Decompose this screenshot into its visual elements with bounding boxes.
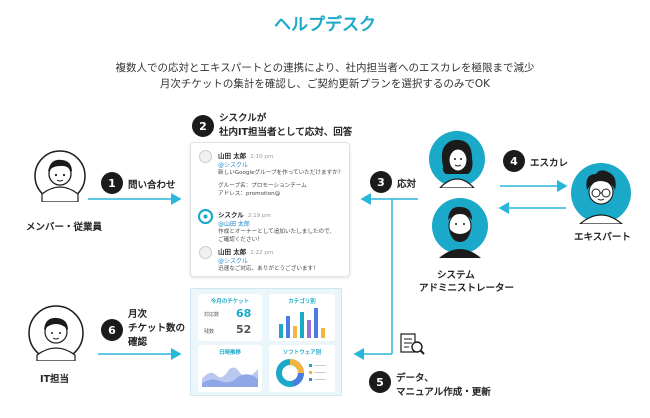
syscle-logo-icon (198, 209, 213, 224)
software-panel: ソフトウェア別 (269, 345, 335, 392)
subtitle-line-1: 複数人での応対とエキスパートとの連携により、社内担当者へのエスカレを極限まで減少 (115, 62, 535, 74)
dashboard: 今月のチケット 対応数 68 残数 52 カテゴリ別 日時推移 ソフトウェア別 (190, 288, 342, 396)
user-avatar-icon (199, 246, 212, 259)
handled-value: 68 (236, 307, 252, 320)
category-bars-icon (279, 308, 325, 338)
admin-label-line-2: アドミニストレーター (419, 283, 515, 294)
step-3-label: 応対 (397, 179, 417, 190)
message-author: 山田 太郎 (218, 152, 247, 160)
member-label: メンバー・従業員 (26, 222, 103, 233)
remaining-label: 残数 (204, 329, 215, 335)
step-4-label: エスカレ (530, 158, 569, 169)
message-author: 山田 太郎 (218, 248, 247, 256)
member-avatar-icon (34, 150, 86, 202)
step-3-badge: 3 (370, 171, 392, 193)
admin-man-avatar-icon (432, 198, 488, 258)
message-author: シスクル (218, 211, 244, 219)
it-avatar-icon (28, 305, 84, 361)
category-title: カテゴリ別 (288, 299, 316, 305)
tickets-panel: 今月のチケット 対応数 68 残数 52 (198, 294, 262, 341)
step-2-badge: 2 (192, 115, 214, 137)
step-5-label-line-2: マニュアル作成・更新 (396, 387, 491, 398)
software-title: ソフトウェア別 (282, 350, 322, 356)
subtitle-line-2: 月次チケットの集計を確認し、ご契約更新プランを選択するのみでOK (159, 78, 491, 90)
step-5-label-line-1: データ、 (396, 373, 434, 384)
admin-label-line-1: システム (437, 270, 475, 281)
step-6-label-line-2: チケット数の (128, 323, 186, 334)
message-mention: @シスクル (218, 162, 248, 169)
software-donut-icon (276, 359, 326, 387)
tickets-title: 今月のチケット (210, 299, 250, 305)
step-1-badge: 1 (101, 172, 123, 194)
it-label: IT担当 (40, 374, 70, 385)
expert-label: エキスパート (574, 232, 631, 243)
message-mention: @山田 太郎 (218, 221, 250, 228)
document-search-icon (400, 333, 425, 355)
message-time: 2:19 pm (247, 213, 271, 219)
page-title: ヘルプデスク (274, 15, 376, 35)
message-mention: @シスクル (218, 258, 248, 265)
handled-label: 対応数 (204, 312, 220, 318)
daily-area-icon (202, 367, 258, 387)
remaining-value: 52 (236, 323, 252, 336)
expert-avatar-icon (571, 163, 631, 224)
user-avatar-icon (199, 150, 212, 163)
message-time: 2:10 pm (250, 154, 274, 160)
step-1-label: 問い合わせ (128, 180, 176, 191)
message-text: ご確認ください！ (218, 237, 263, 244)
step-5-badge: 5 (369, 371, 391, 393)
step-6-label-line-1: 月次 (128, 309, 148, 320)
message-time: 2:22 pm (250, 250, 274, 256)
message-text: アドレス：promotion@ (218, 191, 281, 198)
category-panel: カテゴリ別 (269, 294, 335, 341)
message-text: 新しいGoogleグループを作っていただけますか？ (218, 170, 344, 176)
step-6-label-line-3: 確認 (128, 337, 148, 348)
daily-panel: 日時推移 (198, 345, 262, 392)
step-4-badge: 4 (503, 150, 525, 172)
message-text: 迅速なご対応、ありがとうございます！ (218, 266, 319, 272)
step-2-label-line-1: シスクルが (219, 113, 267, 124)
step-2-label-line-2: 社内IT担当者として応対、回答 (219, 127, 353, 138)
message-text: グループ名：プロモーションチーム (218, 183, 307, 190)
step-6-badge: 6 (101, 319, 123, 341)
message-text: 作成とオーナーとして追加いたしましたので、 (218, 229, 336, 235)
daily-title: 日時推移 (218, 350, 241, 356)
admin-woman-avatar-icon (429, 131, 485, 188)
